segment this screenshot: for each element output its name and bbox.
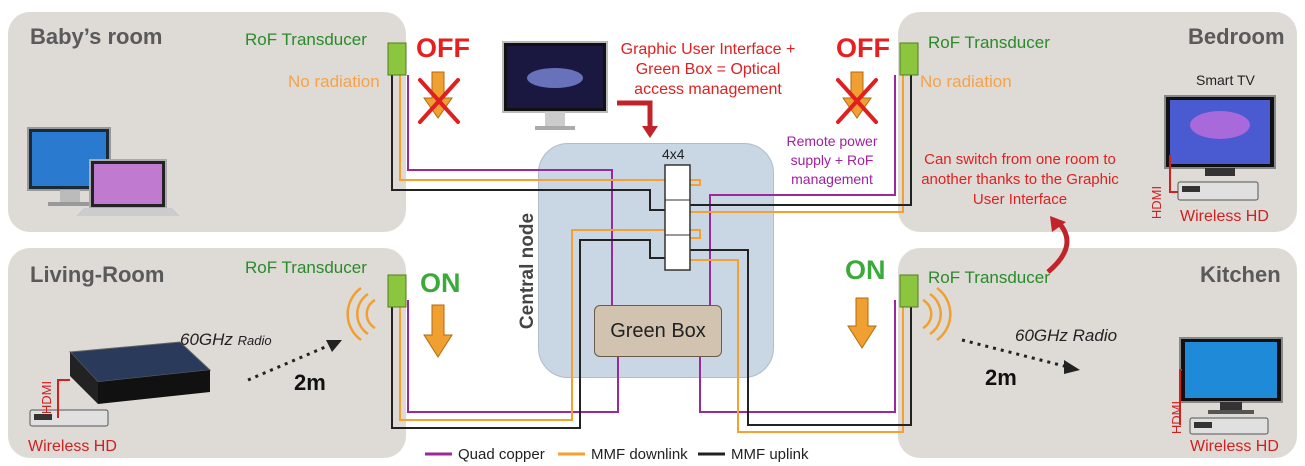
room-title-living-room: Living-Room bbox=[30, 262, 165, 287]
state-off-bedroom: OFF bbox=[836, 33, 890, 63]
switch-rooms-text: Can switch from one room to another than… bbox=[921, 151, 1119, 208]
no-radiation-baby: No radiation bbox=[288, 72, 380, 91]
transducer-label-kitchen: RoF Transducer bbox=[928, 268, 1050, 287]
radio-label-kitchen: 60GHz Radio bbox=[1015, 326, 1118, 345]
switch-4x4 bbox=[664, 164, 691, 271]
hdmi-label-bedroom: HDMI bbox=[1149, 185, 1165, 220]
no-radiation-bedroom: No radiation bbox=[920, 72, 1012, 91]
wireless-hd-label-bedroom: Wireless HD bbox=[1180, 208, 1269, 225]
kitchen-tv-icon bbox=[1179, 337, 1283, 414]
wireless-hd-label-kitchen: Wireless HD bbox=[1190, 438, 1279, 455]
transducer-baby bbox=[387, 42, 407, 76]
line-living-copper bbox=[407, 300, 619, 413]
line-living-uplink bbox=[391, 239, 665, 429]
line-baby-uplink bbox=[391, 75, 665, 211]
line-living-downlink bbox=[399, 229, 701, 421]
transducer-label-bedroom: RoF Transducer bbox=[928, 33, 1050, 52]
room-title-babys-room: Baby’s room bbox=[30, 24, 163, 49]
transducer-bedroom bbox=[899, 42, 919, 76]
red-cross-icon bbox=[418, 78, 878, 124]
remote-power-text: Remote power supply + RoF management bbox=[786, 133, 878, 187]
state-on-living: ON bbox=[420, 268, 461, 298]
switch-curved-arrow-icon bbox=[1046, 220, 1070, 274]
switch-4x4-label: 4x4 bbox=[662, 146, 685, 162]
line-baby-copper bbox=[407, 75, 613, 305]
line-kitchen-uplink bbox=[690, 249, 912, 426]
line-bed-uplink bbox=[690, 75, 912, 206]
line-kitchen-downlink bbox=[690, 259, 904, 433]
state-on-kitchen: ON bbox=[845, 255, 886, 285]
hdmi-cables bbox=[57, 155, 1182, 425]
transducer-kitchen bbox=[899, 274, 919, 308]
hdmi-label-living: HDMI bbox=[39, 380, 55, 415]
radio-label-living-suffix: Radio bbox=[237, 333, 272, 348]
hdmi-label-kitchen: HDMI bbox=[1169, 400, 1185, 435]
wireless-hd-box-icon bbox=[29, 181, 1269, 435]
radio-waves-icon bbox=[346, 286, 952, 342]
line-kitchen-copper bbox=[699, 300, 896, 413]
bluray-player-icon bbox=[68, 341, 212, 404]
radio-label-living: 60GHz Radio bbox=[180, 330, 272, 350]
transducer-label-living: RoF Transducer bbox=[245, 258, 367, 277]
central-node-label: Central node bbox=[517, 212, 539, 330]
gui-management-text: Graphic User Interface + Green Box = Opt… bbox=[620, 41, 796, 98]
smart-tv-icon bbox=[1164, 95, 1276, 176]
legend-quad-copper-label: Quad copper bbox=[458, 446, 545, 463]
gui-arrow-icon bbox=[617, 100, 653, 128]
radio-label-living-main: 60GHz bbox=[180, 330, 233, 349]
desktop-mac-icon bbox=[502, 41, 608, 130]
wireless-hd-label-living: Wireless HD bbox=[28, 438, 117, 455]
distance-kitchen: 2m bbox=[985, 365, 1017, 390]
legend-mmf-downlink-label: MMF downlink bbox=[591, 446, 688, 463]
line-bed-downlink bbox=[690, 75, 904, 213]
smart-tv-label: Smart TV bbox=[1196, 72, 1255, 88]
transducer-label-baby: RoF Transducer bbox=[245, 30, 367, 49]
transducer-living bbox=[387, 274, 407, 308]
room-title-kitchen: Kitchen bbox=[1200, 262, 1281, 287]
distance-living: 2m bbox=[294, 370, 326, 395]
green-box: Green Box bbox=[594, 305, 722, 357]
legend-mmf-uplink-label: MMF uplink bbox=[731, 446, 809, 463]
state-off-baby: OFF bbox=[416, 33, 470, 63]
radio-link-arrows bbox=[247, 338, 1080, 382]
room-title-bedroom: Bedroom bbox=[1188, 24, 1285, 49]
laptop-icon bbox=[76, 159, 180, 216]
